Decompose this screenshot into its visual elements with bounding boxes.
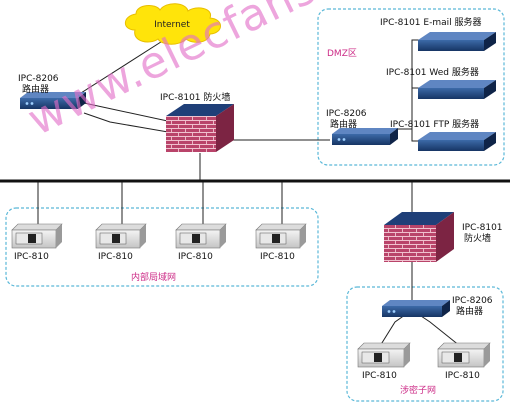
email-server-label: IPC-8101 E-mail 服务器 bbox=[380, 18, 482, 28]
lan-host-2-label: IPC-810 bbox=[98, 252, 133, 262]
ftp-server-label: IPC-8101 FTP 服务器 bbox=[390, 120, 480, 130]
secure-router-icon bbox=[382, 300, 450, 317]
lan-host-1-icon bbox=[11, 223, 63, 249]
secure-host-1-label: IPC-810 bbox=[362, 371, 397, 381]
secure-host-2-label: IPC-810 bbox=[445, 371, 480, 381]
edge-router-icon bbox=[20, 92, 86, 109]
secure-firewall-icon bbox=[384, 212, 454, 262]
internet-label: Internet bbox=[154, 20, 190, 30]
web-server-icon bbox=[418, 80, 496, 99]
secure-router-model: IPC-8206 bbox=[452, 296, 493, 306]
lan-host-2-icon bbox=[95, 223, 147, 249]
lan-host-4-icon bbox=[255, 223, 307, 249]
lan-host-3-icon bbox=[175, 223, 227, 249]
dmz-router-role: 路由器 bbox=[330, 120, 358, 130]
main-firewall-icon bbox=[166, 104, 234, 152]
secure-host-1-icon bbox=[357, 342, 411, 368]
lan-host-3-label: IPC-810 bbox=[178, 252, 213, 262]
email-server-icon bbox=[418, 32, 496, 51]
dmz-zone-label: DMZ区 bbox=[327, 49, 357, 59]
internet-cloud: Internet bbox=[124, 3, 221, 45]
dmz-router-icon bbox=[332, 128, 398, 145]
secure-zone-border bbox=[346, 286, 504, 402]
lan-host-1-label: IPC-810 bbox=[14, 252, 49, 262]
secure-zone-label: 涉密子网 bbox=[400, 386, 437, 396]
lan-zone-label: 内部局域网 bbox=[131, 273, 177, 283]
secure-host-2-icon bbox=[437, 342, 491, 368]
edge-router-model: IPC-8206 bbox=[18, 74, 59, 84]
web-server-label: IPC-8101 Wed 服务器 bbox=[386, 68, 479, 78]
ftp-server-icon bbox=[418, 132, 496, 151]
dmz-zone-border bbox=[317, 8, 505, 166]
dmz-router-model: IPC-8206 bbox=[326, 109, 367, 119]
main-firewall-label: IPC-8101 防火墙 bbox=[160, 93, 231, 103]
lan-zone-border bbox=[5, 207, 319, 287]
secure-firewall-role: 防火墙 bbox=[464, 234, 492, 244]
edge-router-role: 路由器 bbox=[22, 85, 50, 95]
lan-host-4-label: IPC-810 bbox=[260, 252, 295, 262]
secure-firewall-model: IPC-8101 bbox=[462, 223, 503, 233]
secure-router-role: 路由器 bbox=[456, 307, 484, 317]
